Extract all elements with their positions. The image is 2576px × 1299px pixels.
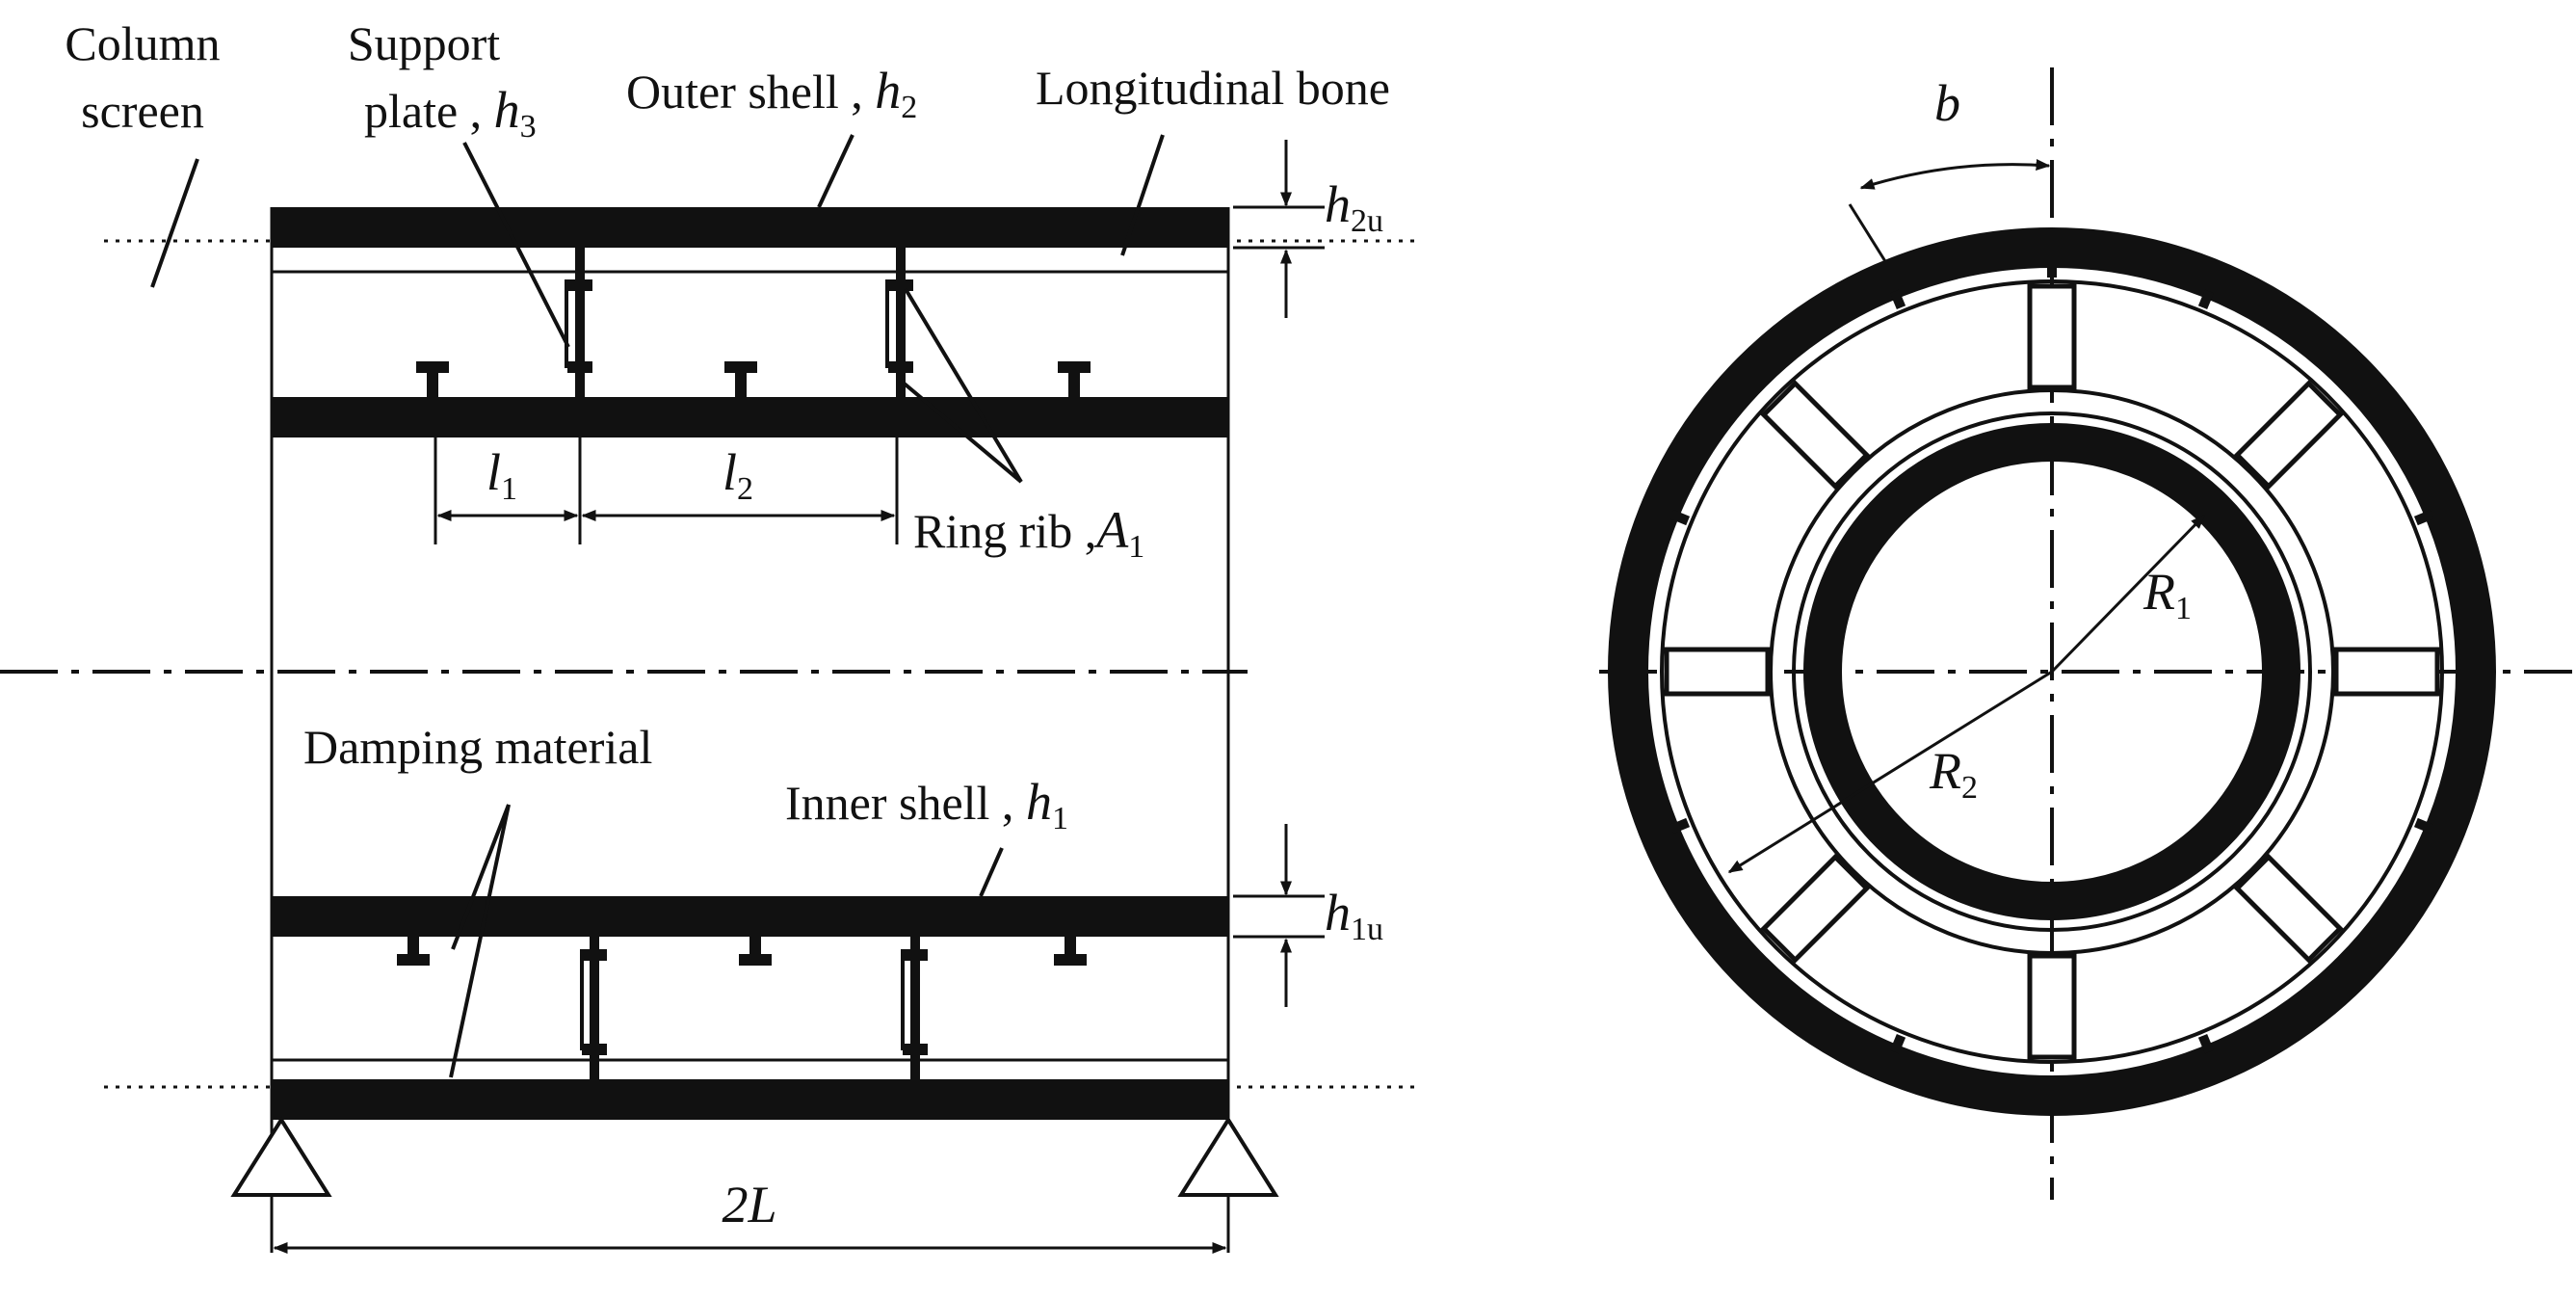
support-plate-label-line1: Support bbox=[348, 16, 500, 70]
damping-material-label: Damping material bbox=[303, 720, 652, 774]
outer-shell-ring bbox=[1608, 227, 2496, 1116]
ring-rib-bottom-3 bbox=[1054, 937, 1087, 966]
outer-shell-bottom bbox=[272, 1079, 1228, 1120]
ring-rib-top-3 bbox=[1058, 361, 1091, 397]
b-label: b bbox=[1934, 74, 1960, 132]
ring-rib-top-1 bbox=[416, 361, 449, 397]
damping-leader-1 bbox=[451, 804, 511, 950]
support-plate-bottom-2 bbox=[901, 937, 928, 1079]
support-plate-bottom-1 bbox=[580, 937, 607, 1079]
column-screen-label-line2: screen bbox=[81, 84, 204, 138]
b-angle-ray bbox=[1848, 203, 1905, 290]
cross-section: b R1 R2 bbox=[1599, 67, 2572, 1200]
ring-rib-bottom-1 bbox=[397, 937, 430, 966]
damping-ring-inner bbox=[1792, 411, 2312, 932]
ring-rib-label: Ring rib ,A1 bbox=[913, 501, 1144, 565]
cross-section-support-plates bbox=[1664, 283, 2440, 1060]
support-plate-label-line2: plate , h3 bbox=[364, 81, 537, 145]
inner-shell-label: Inner shell , h1 bbox=[785, 773, 1068, 836]
l1-label: l1 bbox=[486, 443, 517, 507]
column-screen-leader bbox=[150, 158, 199, 288]
two-l-label: 2L bbox=[722, 1176, 776, 1233]
r1-radius-line bbox=[2050, 514, 2206, 674]
damping-leader-2 bbox=[449, 804, 511, 1078]
h2u-label: h2u bbox=[1325, 175, 1383, 239]
l2-label: l2 bbox=[723, 443, 753, 507]
r1-label: R1 bbox=[2142, 563, 2192, 626]
support-ring bbox=[1769, 388, 2335, 955]
ring-rib-bottom-2 bbox=[739, 937, 772, 966]
inner-shell-bottom bbox=[272, 896, 1228, 937]
outer-shell-leader bbox=[817, 134, 854, 208]
outer-shell-top bbox=[272, 207, 1228, 248]
inner-shell-leader bbox=[979, 847, 1004, 897]
longitudinal-section: Column screen Support plate , h3 Outer s… bbox=[0, 16, 1421, 1254]
ring-rib-top-2 bbox=[724, 361, 757, 397]
ring-rib-leader-1 bbox=[904, 287, 1023, 484]
inner-shell-ring bbox=[1803, 423, 2300, 920]
column-screen-label-line1: Column bbox=[65, 16, 220, 70]
support-triangle-right bbox=[1177, 1116, 1279, 1197]
b-angle-arc bbox=[1859, 159, 2051, 190]
longitudinal-bone-label: Longitudinal bone bbox=[1036, 61, 1390, 115]
damping-ring-outer bbox=[1660, 279, 2444, 1064]
longitudinal-bone-leader bbox=[1120, 134, 1165, 256]
cross-section-longitudinal-bones bbox=[1669, 260, 2434, 1054]
r2-radius-line bbox=[1727, 670, 2053, 874]
outer-shell-label: Outer shell , h2 bbox=[626, 62, 917, 125]
inner-shell-top bbox=[272, 397, 1228, 437]
support-plate-top-2 bbox=[885, 248, 913, 397]
r2-label: R2 bbox=[1929, 742, 1978, 806]
support-plate-leader bbox=[462, 142, 570, 348]
support-triangle-left bbox=[230, 1116, 332, 1197]
h1u-label: h1u bbox=[1325, 884, 1383, 947]
support-plate-top-1 bbox=[565, 248, 592, 397]
ring-rib-leader-2 bbox=[899, 379, 1023, 484]
